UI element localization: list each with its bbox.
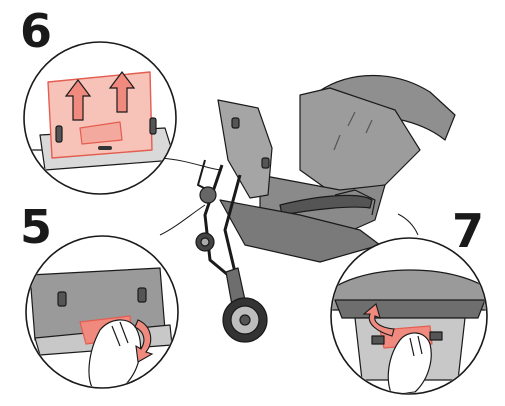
step-number-7: 7 (452, 208, 484, 254)
panel-highlight (48, 72, 152, 158)
step-6-detail (20, 42, 190, 210)
wheel (223, 268, 267, 342)
step-5-detail (26, 236, 178, 392)
step-number-5: 5 (20, 204, 52, 250)
step-7-detail (320, 238, 500, 395)
step-number-6: 6 (20, 8, 52, 54)
